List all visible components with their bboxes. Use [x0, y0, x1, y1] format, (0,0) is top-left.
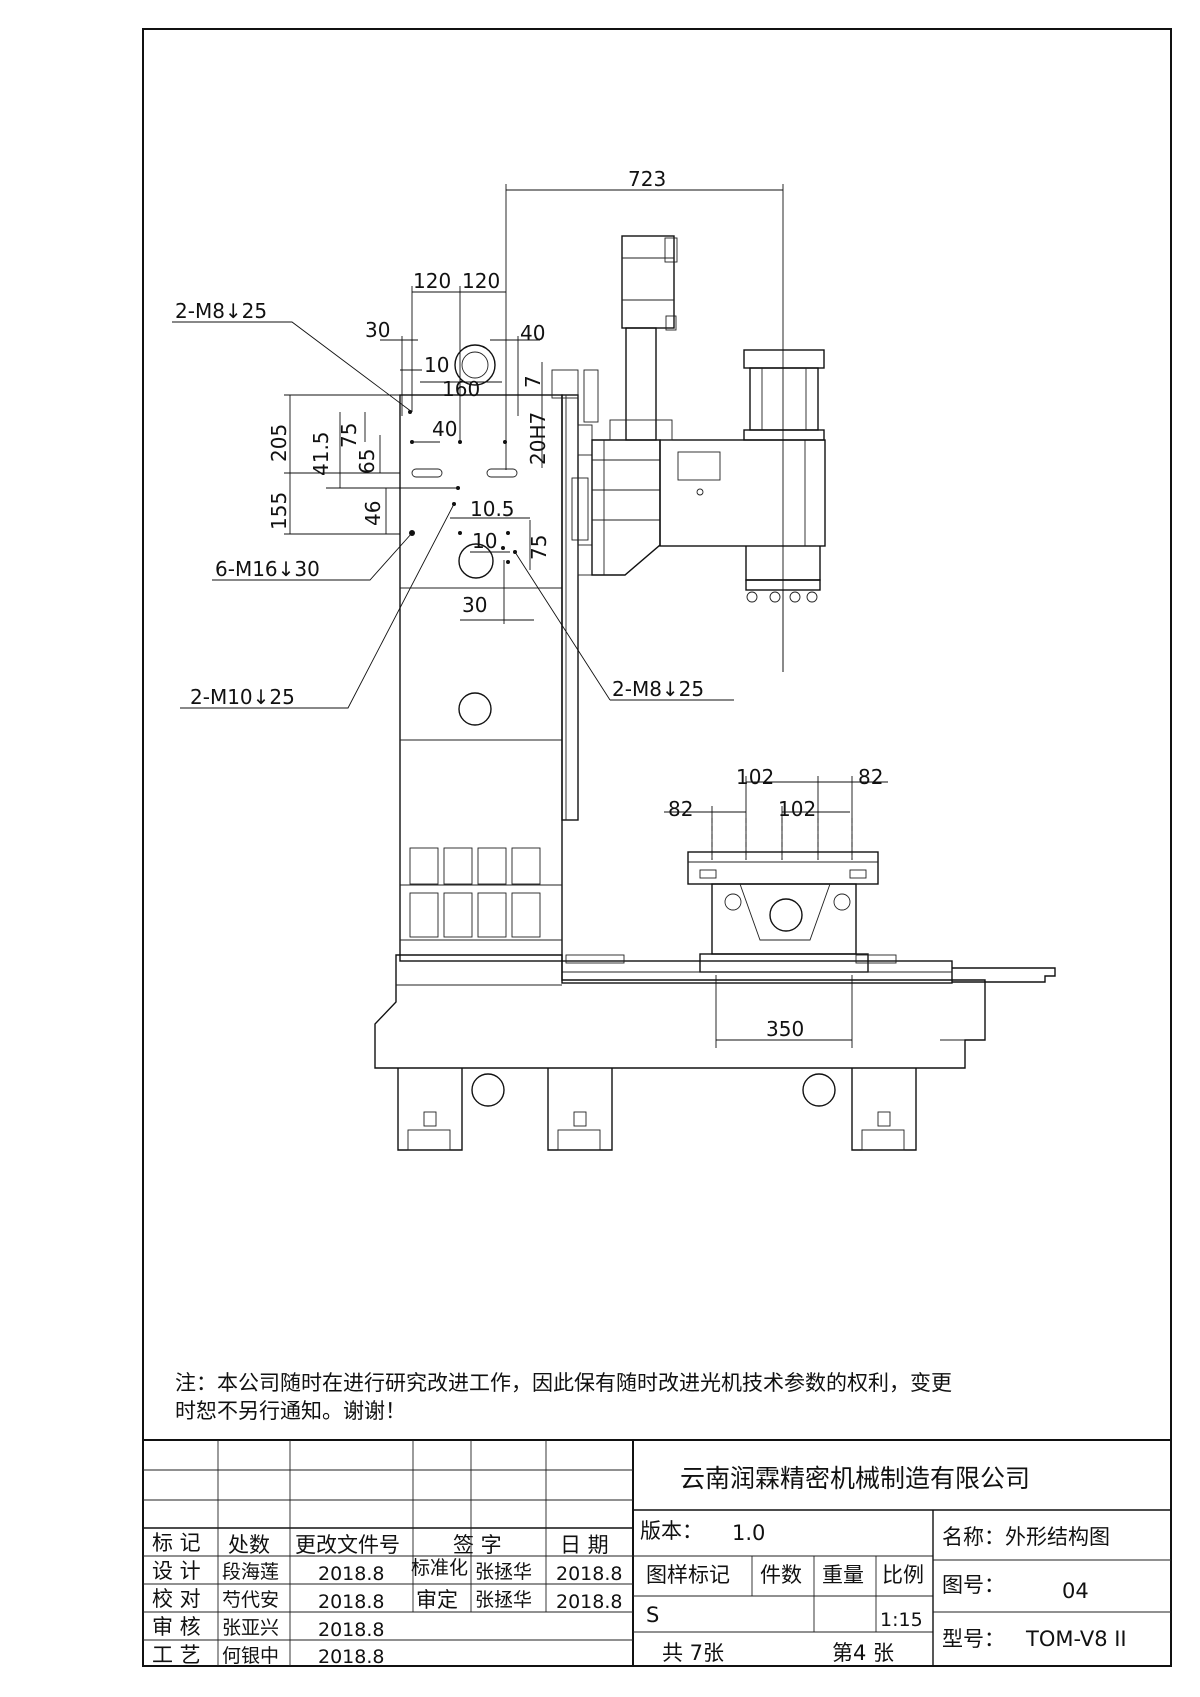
dim-30-bottom: 30	[462, 593, 487, 617]
callout-2-m10: 2-M10↓25	[190, 685, 295, 709]
dim-160: 160	[442, 377, 480, 401]
role-design: 设 计	[152, 1559, 201, 1583]
dim-10-mid: 10	[472, 529, 497, 553]
callout-2-m8-top: 2-M8↓25	[175, 299, 267, 323]
label-standardization: 标准化	[411, 1557, 468, 1579]
dim-155: 155	[267, 492, 291, 530]
hdr-change-doc: 更改文件号	[295, 1533, 400, 1557]
dim-10-5: 10.5	[470, 497, 515, 521]
title-block: 云南润霖精密机械制造有限公司 标 记 处数 更改文件号 签 字 日 期 设 计 …	[142, 1439, 1172, 1668]
role-process: 工 艺	[152, 1643, 201, 1667]
dim-75-left: 75	[337, 423, 361, 448]
dim-350: 350	[766, 1017, 804, 1041]
dim-75-right: 75	[527, 535, 551, 560]
hdr-sign: 签 字	[453, 1533, 502, 1557]
name-review: 张亚兴	[222, 1617, 279, 1639]
note-line-2: 时恕不另行通知。谢谢！	[175, 1399, 406, 1423]
dim-120-right: 120	[462, 269, 500, 293]
label-approval: 审定	[416, 1588, 458, 1612]
drawing-no-label: 图号：	[942, 1573, 1005, 1597]
pattern-value: S	[646, 1603, 659, 1627]
role-review: 审 核	[152, 1615, 201, 1639]
dim-46: 46	[361, 501, 385, 526]
date-check: 2018.8	[318, 1591, 384, 1613]
std-name: 张拯华	[475, 1561, 532, 1583]
drawing-name: 名称：外形结构图	[942, 1525, 1110, 1549]
version-label: 版本：	[640, 1519, 703, 1543]
dim-723: 723	[628, 167, 666, 191]
dim-102-lower: 102	[778, 797, 816, 821]
name-process: 何银中	[222, 1645, 279, 1667]
thread-callouts: 2-M8↓25 6-M16↓30 2-M10↓25 2-M8↓25	[175, 299, 704, 709]
hdr-mark: 标 记	[152, 1531, 201, 1555]
dim-82-left: 82	[668, 797, 693, 821]
dim-40-mid: 40	[432, 417, 457, 441]
machine-outline	[374, 235, 1056, 1151]
model-value: TOM-V8 II	[1025, 1627, 1127, 1651]
appr-date: 2018.8	[556, 1591, 622, 1613]
dimension-lines	[172, 184, 888, 1048]
hdr-count: 处数	[228, 1533, 270, 1557]
dim-82-right: 82	[858, 765, 883, 789]
name-design: 段海莲	[222, 1561, 279, 1583]
dim-7: 7	[521, 375, 545, 388]
callout-2-m8-right: 2-M8↓25	[612, 677, 704, 701]
callout-6-m16: 6-M16↓30	[215, 557, 320, 581]
dim-40-top: 40	[520, 321, 545, 345]
company-name: 云南润霖精密机械制造有限公司	[680, 1464, 1030, 1493]
note-line-1: 注：本公司随时在进行研究改进工作，因此保有随时改进光机技术参数的权利，变更	[175, 1371, 952, 1395]
dim-102-top: 102	[736, 765, 774, 789]
ratio-label: 比例	[882, 1563, 924, 1587]
quantity-label: 件数	[760, 1563, 802, 1587]
date-review: 2018.8	[318, 1619, 384, 1641]
date-design: 2018.8	[318, 1563, 384, 1585]
dim-20h7: 20H7	[526, 412, 550, 465]
dim-10-top: 10	[424, 353, 449, 377]
appr-name: 张拯华	[475, 1589, 532, 1611]
drawing-no-value: 04	[1062, 1579, 1089, 1603]
date-process: 2018.8	[318, 1646, 384, 1668]
pattern-mark-label: 图样标记	[646, 1563, 730, 1587]
dim-205: 205	[267, 424, 291, 462]
dim-65: 65	[355, 449, 379, 474]
model-label: 型号：	[942, 1627, 1005, 1651]
dim-41-5: 41.5	[309, 431, 333, 476]
name-check: 芍代安	[222, 1589, 279, 1611]
dim-120-left: 120	[413, 269, 451, 293]
dimension-labels: 723 120 120 30 40 10 160 7 20H7 205 41.5…	[267, 167, 883, 1041]
ratio-value: 1:15	[880, 1609, 923, 1631]
note: 注：本公司随时在进行研究改进工作，因此保有随时改进光机技术参数的权利，变更 时恕…	[175, 1371, 952, 1423]
role-check: 校 对	[152, 1587, 201, 1611]
version-value: 1.0	[732, 1521, 765, 1545]
dim-30-top: 30	[365, 318, 390, 342]
weight-label: 重量	[822, 1563, 864, 1587]
hdr-date: 日 期	[560, 1533, 609, 1557]
sheet-number: 第4 张	[832, 1641, 894, 1665]
std-date: 2018.8	[556, 1563, 622, 1585]
total-sheets: 共 7张	[662, 1641, 724, 1665]
